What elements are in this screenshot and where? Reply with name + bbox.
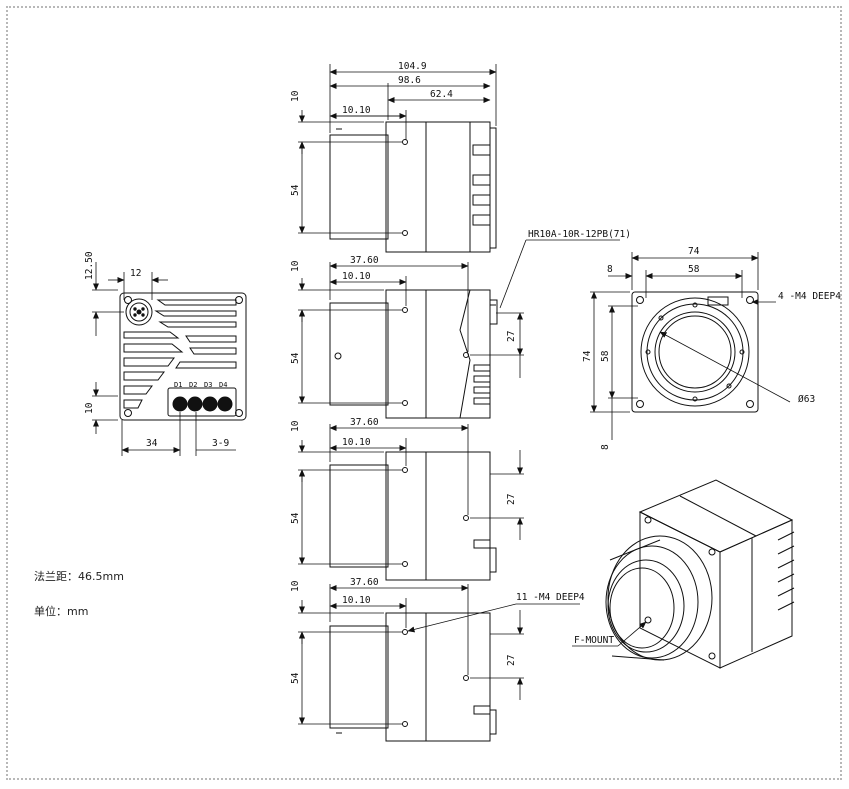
dim-12: 12 bbox=[130, 268, 141, 279]
dim-54-b: 54 bbox=[290, 352, 301, 364]
dim-54-d: 54 bbox=[290, 672, 301, 684]
iso-view bbox=[605, 479, 795, 669]
side-view-1-dims bbox=[298, 64, 497, 234]
rear-dim-labels: 12.50 12 10 34 3-9 bbox=[84, 251, 229, 449]
dim-10-d: 10 bbox=[290, 580, 301, 592]
dim-62-4: 62.4 bbox=[430, 89, 453, 100]
side-view-4 bbox=[329, 612, 497, 742]
side-view-3-dims bbox=[298, 424, 524, 565]
hole-callout-4: 4 -M4 DEEP4 bbox=[778, 291, 841, 302]
front-view-dims bbox=[590, 252, 791, 440]
rear-led-labels: D1 D2 D3 D4 bbox=[174, 381, 227, 389]
dim-dia-63: Ø63 bbox=[798, 394, 815, 405]
dim-37-60-d: 37.60 bbox=[350, 577, 379, 588]
dim-10-10-c: 10.10 bbox=[342, 437, 371, 448]
dim-8-top: 8 bbox=[607, 264, 613, 275]
dim-27-c: 27 bbox=[506, 494, 517, 505]
dim-10-10-a: 10.10 bbox=[342, 105, 371, 116]
side-view-2-dims bbox=[298, 239, 620, 404]
led-label-d2: D2 bbox=[189, 381, 197, 389]
f-mount-label: F-MOUNT bbox=[574, 635, 614, 646]
led-label-d4: D4 bbox=[219, 381, 227, 389]
dim-104-9: 104.9 bbox=[398, 61, 427, 72]
dim-74-h: 74 bbox=[582, 350, 593, 362]
dim-58-h: 58 bbox=[600, 350, 611, 362]
drawing-frame bbox=[6, 6, 842, 780]
connector-callout: HR10A-10R-12PB(71) bbox=[528, 229, 631, 240]
front-view-dim-labels: 74 8 58 74 58 8 Ø63 4 -M4 DEEP4 bbox=[582, 246, 841, 450]
dim-37-60-b: 37.60 bbox=[350, 255, 379, 266]
hole-callout-11: 11 -M4 DEEP4 bbox=[516, 592, 585, 603]
dim-27-d: 27 bbox=[506, 655, 517, 666]
dim-54-c: 54 bbox=[290, 512, 301, 524]
led-label-d3: D3 bbox=[204, 381, 212, 389]
led-label-d1: D1 bbox=[174, 381, 182, 389]
side-view-2 bbox=[329, 289, 498, 419]
dim-74-w: 74 bbox=[688, 246, 700, 257]
dim-27-b: 27 bbox=[506, 331, 517, 342]
dim-10-10-b: 10.10 bbox=[342, 271, 371, 282]
dim-58-w: 58 bbox=[688, 264, 700, 275]
side-view-3 bbox=[329, 451, 497, 581]
dim-10-10-d: 10.10 bbox=[342, 595, 371, 606]
side-view-4-dims bbox=[298, 584, 580, 725]
rear-view bbox=[119, 292, 247, 421]
side-view-1 bbox=[329, 121, 497, 253]
dim-10-a: 10 bbox=[290, 90, 301, 102]
rear-dimensions bbox=[92, 262, 236, 456]
dim-10-b: 10 bbox=[290, 260, 301, 272]
dim-34: 34 bbox=[146, 438, 158, 449]
dim-98-6: 98.6 bbox=[398, 75, 421, 86]
side-view-1-dim-labels: 104.9 98.6 62.4 10.10 10 54 bbox=[290, 61, 453, 196]
side-view-2-dim-labels: 37.60 10.10 10 54 27 HR10A-10R-12PB(71) bbox=[290, 229, 631, 364]
dim-10-c: 10 bbox=[290, 420, 301, 432]
dim-54-a: 54 bbox=[290, 184, 301, 196]
dim-12-50: 12.50 bbox=[84, 251, 95, 280]
dim-37-60-c: 37.60 bbox=[350, 417, 379, 428]
dim-8-left: 8 bbox=[600, 444, 611, 450]
unit-note: 单位：mm bbox=[34, 605, 89, 618]
iso-view-callout bbox=[572, 621, 647, 647]
flange-distance-note: 法兰距：46.5mm bbox=[34, 570, 124, 583]
side-view-4-dim-labels: 37.60 10.10 10 54 27 11 -M4 DEEP4 bbox=[290, 577, 585, 684]
dim-3-9: 3-9 bbox=[212, 438, 229, 449]
front-view bbox=[631, 291, 759, 413]
dim-10-rear: 10 bbox=[84, 402, 95, 414]
side-view-3-dim-labels: 37.60 10.10 10 54 27 bbox=[290, 417, 517, 524]
